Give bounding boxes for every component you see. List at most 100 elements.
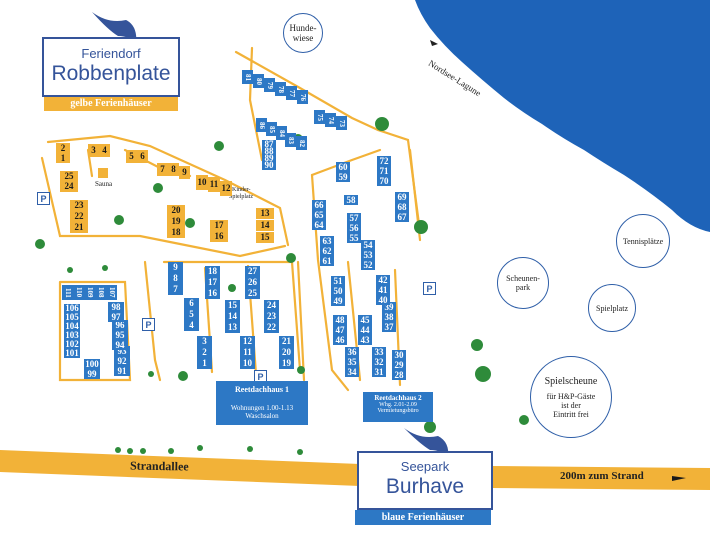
- blue-house: 13: [225, 322, 240, 333]
- blue-house: 20: [279, 347, 294, 358]
- blue-house: 103: [64, 330, 80, 340]
- reetdachhaus-1: Reetdachhaus 1 Wohnungen 1.00-1.13 Wasch…: [216, 381, 308, 425]
- spielscheune-text-2: ist der: [561, 400, 581, 410]
- parking-icon-1: P: [37, 192, 50, 205]
- blue-house: 33: [372, 347, 386, 357]
- reetdachhaus-1-title: Reetdachhaus 1: [234, 385, 289, 394]
- spielscheune-text-1: für H&P-Gäste: [546, 391, 596, 401]
- blue-house: 59: [336, 172, 350, 182]
- blue-house: 9: [168, 262, 183, 273]
- blue-house: 47: [333, 325, 347, 335]
- burhave-title-line1: Seepark: [400, 459, 450, 474]
- strand-label: 200m zum Strand: [560, 470, 644, 482]
- spielplatz-circle: Spielplatz: [588, 284, 636, 332]
- blue-house: 61: [320, 256, 334, 266]
- blue-house: 111: [62, 285, 73, 300]
- hundewiese-label-1: Hunde-: [289, 23, 317, 33]
- blue-house: 21: [279, 336, 294, 347]
- yellow-house: 6: [137, 150, 148, 163]
- scheunenpark-label-1: Scheunen-: [506, 274, 540, 283]
- blue-house: 62: [320, 246, 334, 256]
- blue-house: 58: [344, 195, 358, 205]
- hundewiese-circle: Hunde- wiese: [283, 13, 323, 53]
- blue-house: 27: [245, 266, 260, 277]
- blue-house: 37: [382, 322, 396, 332]
- parking-icon-2: P: [142, 318, 155, 331]
- blue-house: 66: [312, 200, 326, 210]
- blue-house: 40: [376, 295, 390, 305]
- blue-house: 36: [345, 347, 359, 357]
- blue-house: 84: [276, 126, 287, 140]
- blue-house: 97: [108, 312, 124, 322]
- blue-house: 99: [84, 369, 100, 379]
- blue-house: 14: [225, 311, 240, 322]
- blue-house: 90: [262, 161, 276, 170]
- blue-house: 110: [73, 285, 84, 300]
- blue-house: 39: [382, 302, 396, 312]
- yellow-house: 15: [256, 232, 274, 243]
- tennis-label: Tennisplätze: [622, 236, 664, 246]
- blue-house: 89: [262, 154, 276, 163]
- blue-house: 104: [64, 321, 80, 331]
- blue-house: 10: [240, 358, 255, 369]
- blue-house: 51: [331, 276, 345, 286]
- blue-house: 93: [114, 346, 130, 356]
- spielplatz-label: Spielplatz: [596, 303, 628, 313]
- blue-house: 74: [325, 113, 336, 127]
- blue-house: 108: [95, 285, 106, 300]
- blue-house: 17: [205, 277, 220, 288]
- blue-house: 57: [347, 213, 361, 223]
- blue-house: 67: [395, 212, 409, 222]
- blue-house: 11: [240, 347, 255, 358]
- yellow-house: 20: [167, 205, 185, 216]
- yellow-house: 1: [56, 153, 70, 163]
- yellow-house: 2: [56, 143, 70, 153]
- blue-house: 96: [112, 320, 128, 330]
- yellow-house: 13: [256, 208, 274, 219]
- yellow-house: 18: [167, 227, 185, 238]
- tennis-circle: Tennisplätze: [616, 214, 670, 268]
- blue-house: 68: [395, 202, 409, 212]
- blue-house: 109: [84, 285, 95, 300]
- yellow-house: 11: [208, 177, 220, 192]
- yellow-house: 16: [210, 231, 228, 242]
- blue-house: 78: [275, 82, 286, 96]
- blue-house: 55: [347, 233, 361, 243]
- blue-house: 105: [64, 312, 80, 322]
- blue-house: 81: [242, 70, 253, 84]
- yellow-house: 24: [60, 181, 78, 192]
- reetdachhaus-2-line1: Whg. 2.01-2.09: [379, 402, 417, 408]
- yellow-house: 8: [168, 163, 179, 176]
- blue-house: 38: [382, 312, 396, 322]
- reetdachhaus-1-line2: Waschsalon: [245, 412, 279, 420]
- yellow-house: 9: [179, 166, 190, 179]
- small-playground-label-2: Spielplatz: [229, 194, 253, 200]
- blue-house: 75: [314, 110, 325, 124]
- burhave-title: Seepark Burhave: [357, 451, 493, 510]
- blue-house: 79: [264, 78, 275, 92]
- blue-house: 92: [114, 356, 130, 366]
- blue-house: 85: [266, 122, 277, 136]
- blue-house: 18: [205, 266, 220, 277]
- seal-logo-top: [92, 12, 137, 44]
- blue-house: 88: [262, 147, 276, 156]
- blue-house: 50: [331, 286, 345, 296]
- yellow-house: 25: [60, 171, 78, 182]
- robbenplate-title-line2: Robbenplate: [51, 62, 171, 85]
- blue-house: 80: [253, 74, 264, 88]
- blue-house: 7: [168, 284, 183, 295]
- strandallee-road: [0, 450, 710, 490]
- blue-house: 42: [376, 275, 390, 285]
- small-playground-label-1: Kinder-: [232, 187, 251, 193]
- blue-house: 2: [197, 347, 212, 358]
- yellow-house: 17: [210, 220, 228, 231]
- blue-house: 53: [361, 250, 375, 260]
- blue-house: 22: [264, 322, 279, 333]
- blue-house: 49: [331, 296, 345, 306]
- blue-house: 45: [358, 315, 372, 325]
- blue-house: 25: [245, 288, 260, 299]
- blue-house: 60: [336, 162, 350, 172]
- yellow-house: 22: [70, 211, 88, 222]
- yellow-house: 5: [126, 150, 137, 163]
